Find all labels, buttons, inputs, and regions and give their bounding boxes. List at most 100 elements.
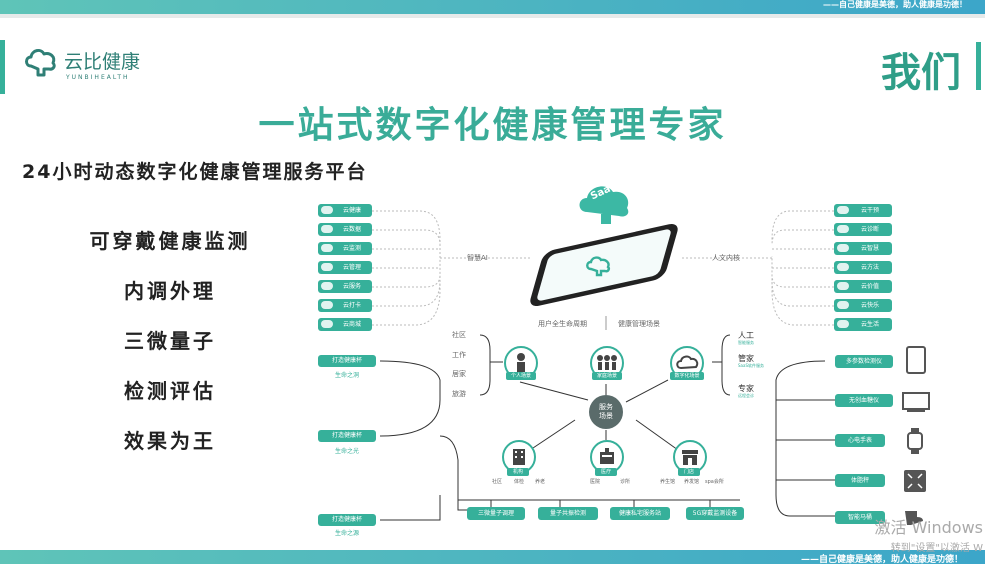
cloud-pill: 云诊断 (834, 223, 892, 236)
node-sub: spa会所 (705, 479, 724, 485)
page-subtitle: 24小时动态数字化健康管理服务平台 (22, 161, 368, 183)
node-sub: 医院 (590, 479, 601, 485)
cloud-pill: 云监测 (318, 242, 372, 255)
device-pill: 心电手表 (835, 434, 885, 447)
service-pill: 量子共振检测 (538, 507, 598, 520)
cloud-icon (579, 186, 629, 224)
top-slogan: ——自己健康是美德，助人健康是功德！ (823, 0, 967, 9)
saas-cloud: SaaS (575, 176, 635, 224)
service-subtag: 远程会诊 (738, 393, 754, 398)
cloud-pill: 云干预 (834, 204, 892, 217)
node-label: 医疗 (595, 468, 617, 476)
cloud-logo-icon (25, 48, 56, 77)
humanities-label: 人文内核 (712, 254, 740, 262)
service-pill: 5G穿戴监测设备 (686, 507, 744, 520)
node-label: 门店 (678, 468, 700, 476)
cloud-pill: 云智慧 (834, 242, 892, 255)
node-sub: 体检 (514, 479, 525, 485)
feature-item: 三微量子 (124, 329, 216, 353)
cloud-icon (837, 282, 849, 290)
cloud-icon (321, 282, 333, 290)
watch-icon (907, 428, 923, 454)
feature-item: 效果为王 (124, 429, 216, 453)
tablet-icon (906, 346, 926, 374)
right-accent-bar (976, 42, 981, 90)
top-banner: ——自己健康是美德，助人健康是功德！ (0, 0, 985, 14)
center-label: 服务场景 (599, 403, 613, 420)
page-title: 一站式数字化健康管理专家 (258, 105, 727, 146)
service-subtag: SaaS软件服务 (738, 363, 764, 368)
scale-icon (904, 470, 926, 492)
cloud-pill: 云价值 (834, 280, 892, 293)
life-label: 生命之源 (334, 530, 359, 537)
toilet-icon (905, 511, 923, 525)
logo-name: 云比健康 (64, 51, 141, 73)
service-subtag: 智能服务 (738, 340, 754, 345)
cloud-icon (837, 244, 849, 252)
monitor-icon (902, 392, 930, 412)
logo: 云比健康 (22, 44, 140, 80)
node-label: 个人场景 (506, 372, 536, 380)
scene-tag: 居家 (452, 370, 466, 378)
service-tag: 专家 (738, 384, 754, 393)
service-pill: 三微量子调理 (467, 507, 525, 520)
scene-tag: 旅游 (452, 390, 466, 398)
node-sub: 养老 (535, 479, 546, 485)
cloud-pill: 云服务 (318, 280, 372, 293)
service-pill: 健康私宅服务站 (610, 507, 670, 520)
cloud-icon (321, 244, 333, 252)
bottom-slogan: ——自己健康是美德，助人健康是功德！ (800, 555, 963, 565)
scene-label: 健康管理场景 (618, 320, 660, 328)
cloud-icon (837, 320, 849, 328)
scene-tag: 社区 (452, 331, 466, 339)
node-sub: 养生馆 (660, 479, 676, 485)
feature-item: 可穿戴健康监测 (89, 229, 251, 253)
cloud-icon (321, 225, 333, 233)
life-box: 打造健康杯 (318, 355, 376, 367)
cloud-pill: 云快乐 (834, 299, 892, 312)
cloud-icon (321, 320, 333, 328)
device-pill: 无创血糖仪 (835, 394, 893, 407)
device-pill: 多参数检测仪 (835, 355, 893, 368)
service-tag: 管家 (738, 354, 754, 363)
cloud-pill: 云管理 (318, 261, 372, 274)
service-tag: 人工 (738, 331, 754, 340)
feature-item: 内调外理 (124, 279, 216, 303)
cloud-icon (321, 263, 333, 271)
device-pill: 智能马桶 (835, 511, 885, 524)
cloud-icon (837, 206, 849, 214)
corner-title: 我们 (881, 50, 961, 96)
node-label: 家庭场景 (592, 372, 622, 380)
cloud-pill: 云数据 (318, 223, 372, 236)
node-sub: 诊所 (620, 479, 631, 485)
life-label: 生命之洞 (334, 372, 359, 379)
life-box: 打造健康杯 (318, 514, 376, 526)
activation-watermark: 激活 Windows (874, 518, 983, 537)
logo-subtitle: YUNBIHEALTH (66, 74, 130, 81)
scene-tag: 工作 (452, 351, 466, 359)
node-label: 数字化场景 (670, 372, 704, 380)
phone-logo-icon (586, 256, 610, 277)
smart-ai-label: 智慧AI (467, 254, 488, 262)
device-pill: 体脂秤 (835, 474, 885, 487)
node-label: 机构 (507, 468, 529, 476)
cloud-pill: 云打卡 (318, 299, 372, 312)
lifecycle-label: 用户全生命周期 (538, 320, 587, 328)
activation-watermark-sub: 转到"设置"以激活 W (890, 543, 983, 554)
cloud-icon (321, 206, 333, 214)
cloud-pill: 云健康 (318, 204, 372, 217)
cloud-icon (321, 301, 333, 309)
life-label: 生命之光 (334, 448, 359, 455)
cloud-icon (837, 263, 849, 271)
node-sub: 社区 (492, 479, 503, 485)
cloud-pill: 云生活 (834, 318, 892, 331)
node-sub: 养发馆 (684, 479, 700, 485)
cloud-pill: 云方法 (834, 261, 892, 274)
top-divider (0, 14, 985, 18)
feature-item: 检测评估 (124, 379, 216, 403)
cloud-icon (837, 225, 849, 233)
service-scene-center: 服务场景 (589, 395, 623, 429)
left-accent-bar (0, 40, 5, 94)
bottom-banner: ——自己健康是美德，助人健康是功德！ (0, 550, 985, 565)
